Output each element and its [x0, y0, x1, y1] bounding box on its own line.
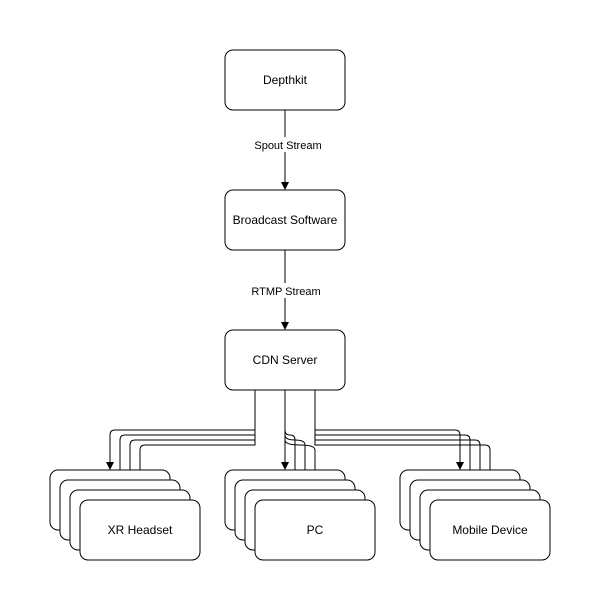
mobile-device-stack: Mobile Device — [399, 469, 551, 561]
pc-edges — [281, 390, 319, 500]
pc-label: PC — [307, 523, 324, 537]
broadcast-software-label: Broadcast Software — [233, 213, 338, 227]
rtmp-stream-edge: RTMP Stream — [249, 250, 323, 330]
mobile-device-edges — [314, 390, 494, 500]
mobile-device-label: Mobile Device — [452, 523, 528, 537]
xr-headset-label: XR Headset — [108, 523, 173, 537]
rtmp-stream-label: RTMP Stream — [251, 286, 320, 298]
spout-stream-edge: Spout Stream — [250, 110, 322, 190]
spout-stream-label: Spout Stream — [254, 140, 321, 152]
xr-headset-stack: XR Headset — [49, 469, 201, 561]
cdn-server-node: CDN Server — [224, 329, 346, 391]
depthkit-node: Depthkit — [224, 49, 346, 111]
depthkit-label: Depthkit — [263, 73, 308, 87]
pc-stack: PC — [224, 469, 376, 561]
broadcast-software-node: Broadcast Software — [224, 189, 346, 251]
cdn-server-label: CDN Server — [253, 353, 318, 367]
xr-headset-edges — [106, 390, 256, 500]
